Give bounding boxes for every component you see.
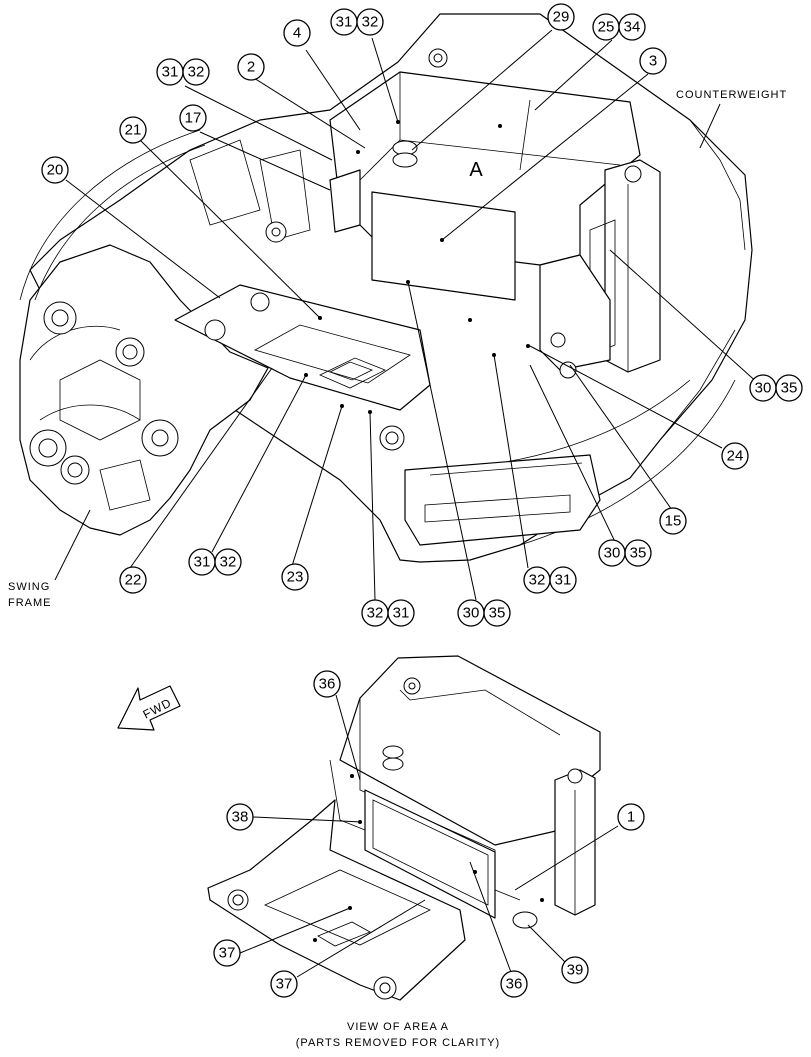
svg-text:29: 29 [553,9,570,26]
svg-text:38: 38 [232,809,249,826]
callout-31b: 31 [156,58,184,86]
callout-32a: 32 [356,8,384,36]
callout-30a: 30 [749,374,777,402]
svg-text:1: 1 [627,809,635,826]
callout-30c: 30 [457,599,485,627]
svg-text:31: 31 [194,554,211,571]
svg-text:4: 4 [293,25,301,42]
top-leaders [65,29,761,601]
callout-36a: 36 [313,670,341,698]
svg-text:39: 39 [567,962,584,979]
svg-text:32: 32 [529,572,546,589]
area-a-label: A [469,159,483,181]
callout-3: 3 [639,47,667,75]
counterweight-label: COUNTERWEIGHT [676,89,787,101]
callout-31e: 31 [549,566,577,594]
callout-37a: 37 [213,939,241,967]
callout-37b: 37 [270,970,298,998]
view-caption-line2: (PARTS REMOVED FOR CLARITY) [296,1037,500,1049]
svg-text:32: 32 [362,14,379,31]
callout-2: 2 [237,53,265,81]
svg-text:23: 23 [287,569,304,586]
view-caption-line1: VIEW OF AREA A [347,1021,449,1033]
svg-text:37: 37 [276,976,293,993]
callout-1: 1 [617,803,645,831]
svg-text:21: 21 [125,122,142,139]
svg-text:32: 32 [220,554,237,571]
svg-text:17: 17 [185,110,202,127]
callout-35c: 35 [483,599,511,627]
callout-32d: 32 [361,599,389,627]
svg-text:30: 30 [463,605,480,622]
callout-24: 24 [721,442,749,470]
callout-36b: 36 [500,970,528,998]
callout-15: 15 [659,507,687,535]
svg-text:32: 32 [367,605,384,622]
svg-text:36: 36 [319,676,336,693]
svg-text:37: 37 [219,945,236,962]
svg-text:31: 31 [393,605,410,622]
svg-text:31: 31 [336,14,353,31]
callout-32b: 32 [182,58,210,86]
svg-text:25: 25 [598,19,615,36]
callout-39: 39 [561,956,589,984]
area-a-view-drawing [207,655,601,1001]
svg-text:2: 2 [247,59,255,76]
svg-text:20: 20 [47,162,64,179]
callout-35b: 35 [624,539,652,567]
svg-text:30: 30 [604,545,621,562]
callout-20: 20 [41,156,69,184]
callout-35a: 35 [775,374,803,402]
svg-text:22: 22 [125,572,142,589]
svg-text:31: 31 [162,64,179,81]
callout-31c: 31 [188,548,216,576]
callout-34: 34 [618,13,646,41]
swing-frame-label-line1: SWING [8,581,50,593]
callout-31a: 31 [330,8,358,36]
fwd-arrow: FWD [117,685,181,731]
callout-22: 22 [119,566,147,594]
svg-text:35: 35 [630,545,647,562]
bottom-leaders [239,694,619,978]
callout-29: 29 [547,3,575,31]
svg-text:30: 30 [755,380,772,397]
callout-17: 17 [179,104,207,132]
svg-text:34: 34 [624,19,641,36]
svg-text:32: 32 [188,64,205,81]
callout-25: 25 [592,13,620,41]
callout-30b: 30 [598,539,626,567]
callout-31d: 31 [387,599,415,627]
svg-text:24: 24 [727,448,744,465]
svg-text:35: 35 [489,605,506,622]
callout-4: 4 [283,19,311,47]
svg-text:15: 15 [665,513,682,530]
callout-38: 38 [226,803,254,831]
top-assembly-drawing [19,13,753,563]
callout-21: 21 [119,116,147,144]
swing-frame-label-line2: FRAME [8,597,52,609]
callout-32c: 32 [214,548,242,576]
callout-32e: 32 [523,566,551,594]
svg-text:35: 35 [781,380,798,397]
svg-text:31: 31 [555,572,572,589]
svg-text:36: 36 [506,976,523,993]
svg-text:3: 3 [649,53,657,70]
callout-23: 23 [281,563,309,591]
